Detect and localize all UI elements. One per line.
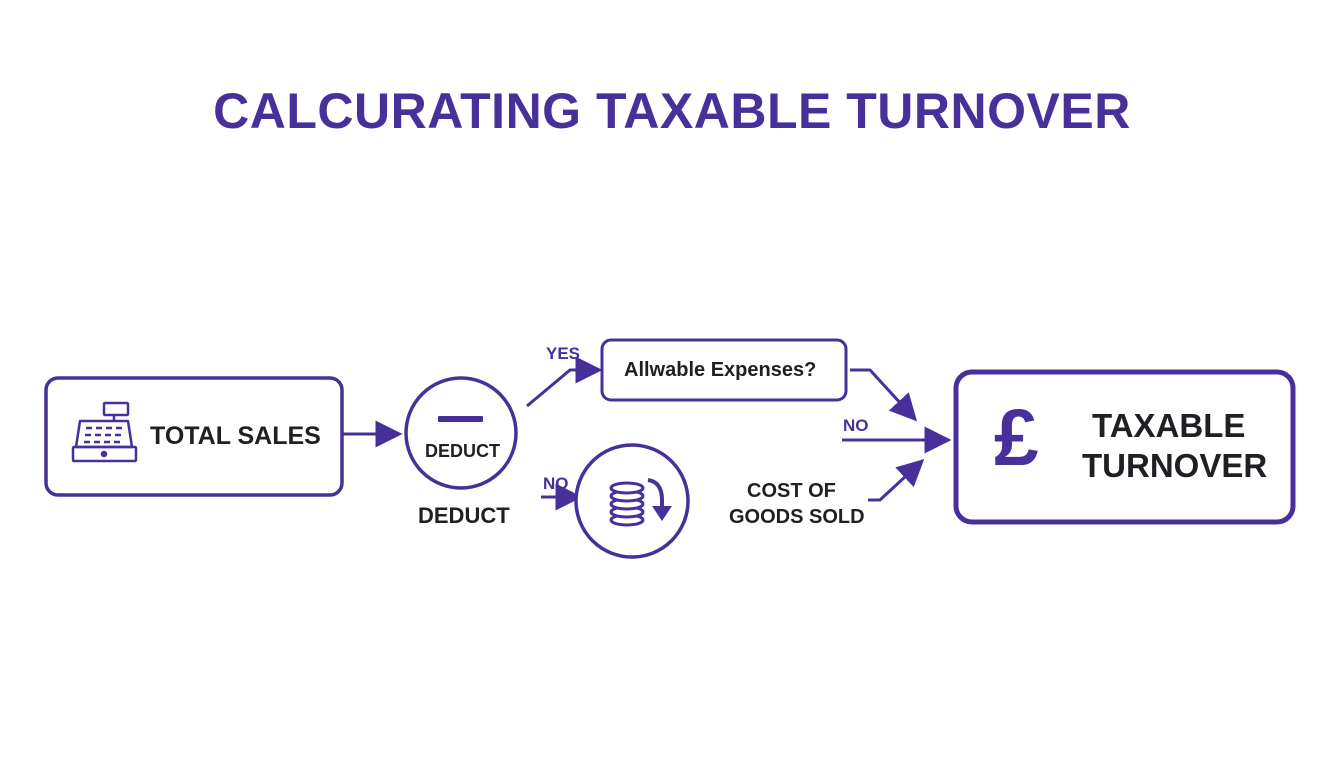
cogs-label-line2: GOODS SOLD [729,506,865,528]
arrow-deduct-yes [526,356,603,408]
minus-icon [438,416,483,422]
pound-sign-icon: £ [994,393,1039,482]
taxable-turnover-box [953,369,1296,525]
no-edge-label-direct: NO [843,416,869,435]
total-sales-box [44,376,344,497]
yes-edge-label: YES [546,344,581,363]
taxable-label-line2: TURNOVER [1082,447,1268,484]
arrow-allowable-to-taxable [850,368,918,422]
deduct-circle [404,376,518,490]
arrow-cogs-to-taxable [868,458,925,502]
allowable-expenses-box [600,338,848,402]
cogs-label-line1: COST OF [747,480,836,502]
allowable-expenses-label: Allwable Expenses? [624,359,817,381]
page-title: CALCURATING TAXABLE TURNOVER [213,83,1131,139]
cash-register-icon [71,401,138,463]
no-edge-label-cogs: NO [543,474,569,493]
deduct-caption: DEDUCT [418,503,510,528]
deduct-inner-label: DEDUCT [425,441,500,461]
total-sales-label: TOTAL SALES [150,422,321,450]
coin-stack-down-arrow-icon [609,478,672,527]
taxable-label-line1: TAXABLE [1092,407,1246,444]
